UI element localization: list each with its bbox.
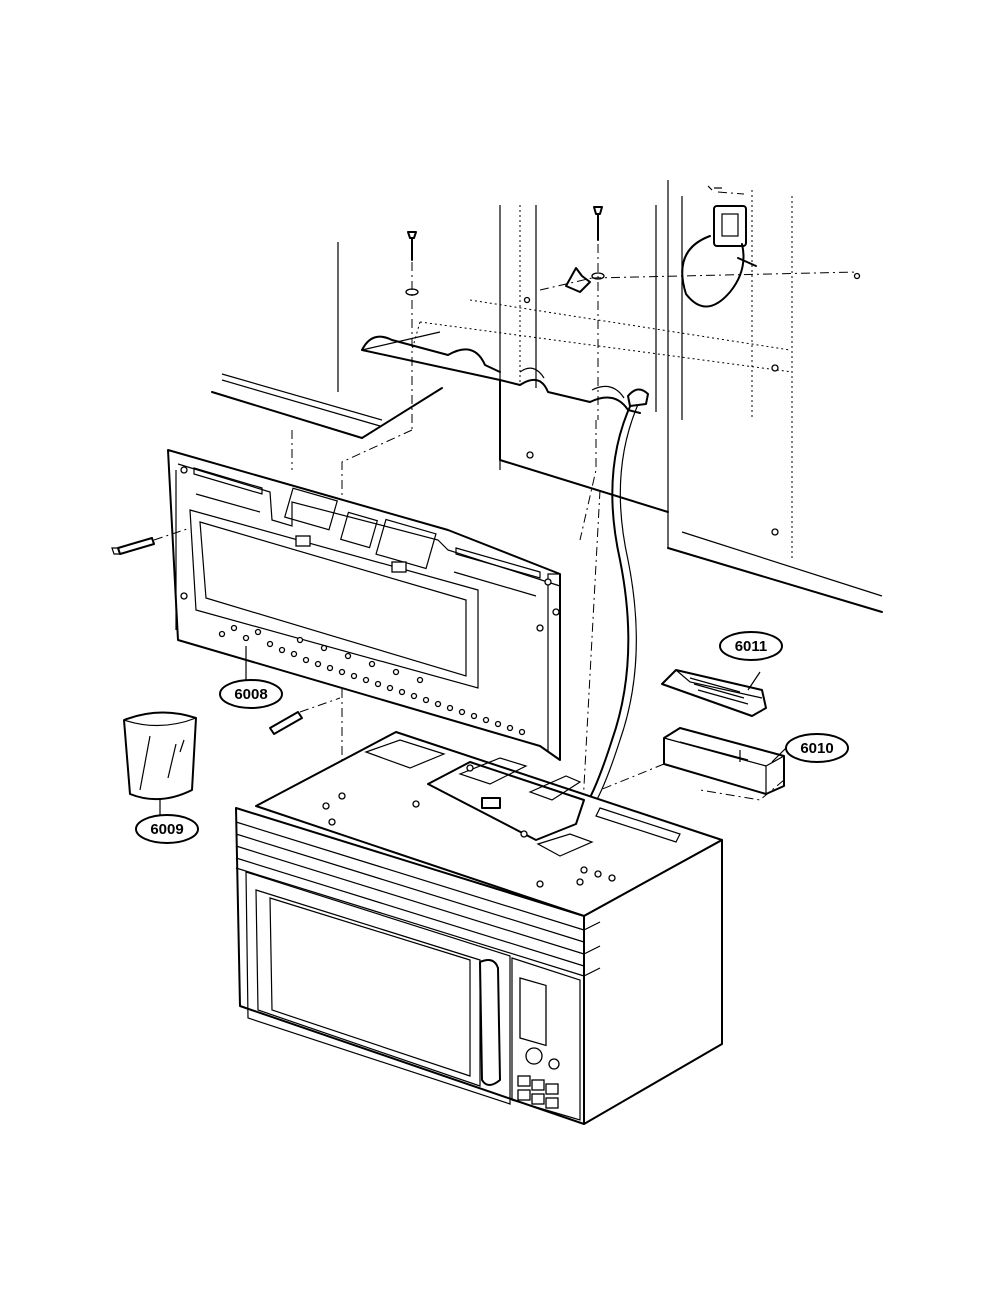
microwave-oven [235, 731, 723, 1125]
damper-6011 [661, 669, 767, 717]
callout-6008: 6008 [219, 679, 283, 709]
callout-label-6009: 6009 [150, 821, 183, 838]
exhaust-duct-6010 [599, 727, 785, 801]
callout-label-6010: 6010 [800, 740, 833, 757]
callout-6010: 6010 [785, 733, 849, 763]
mounting-hardware [199, 191, 859, 861]
callout-6009: 6009 [135, 814, 199, 844]
plate-holes [180, 466, 560, 736]
cabinet-and-wall-structure [211, 180, 883, 809]
bag-6009 [123, 711, 197, 801]
callout-label-6008: 6008 [234, 686, 267, 703]
mounting-plate-6008 [111, 449, 561, 761]
callout-6011: 6011 [719, 631, 783, 661]
callout-label-6011: 6011 [735, 638, 768, 655]
